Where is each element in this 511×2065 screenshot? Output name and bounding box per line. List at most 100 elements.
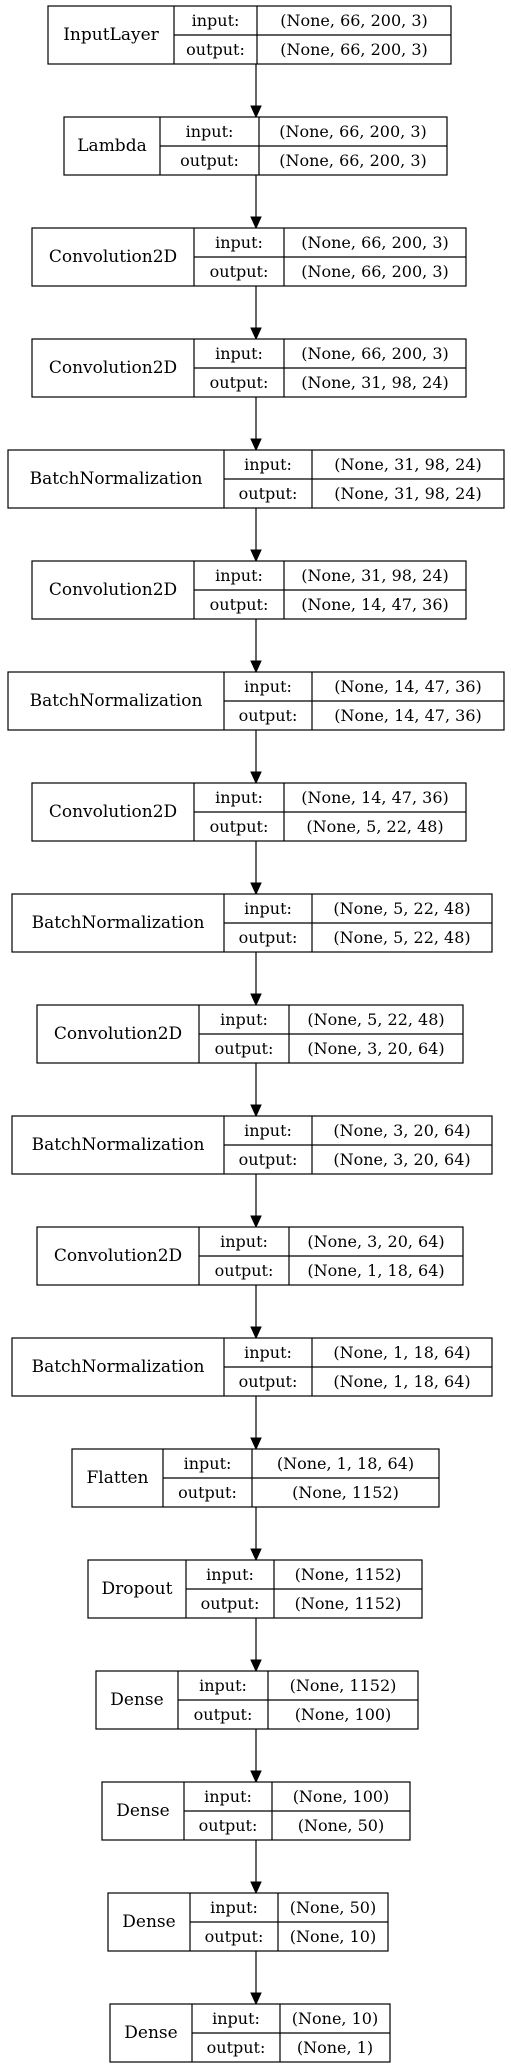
input-label: input: bbox=[244, 455, 292, 474]
input-label: input: bbox=[220, 1010, 268, 1029]
output-label: output: bbox=[180, 151, 239, 170]
output-label: output: bbox=[210, 262, 269, 281]
arrowhead-icon bbox=[250, 1659, 262, 1673]
output-label: output: bbox=[201, 1594, 260, 1613]
arrowhead-icon bbox=[250, 1437, 262, 1451]
arrowhead-icon bbox=[250, 1881, 262, 1895]
output-shape: (None, 1, 18, 64) bbox=[307, 1261, 444, 1280]
arrowhead-icon bbox=[250, 1770, 262, 1784]
input-shape: (None, 1, 18, 64) bbox=[333, 1343, 470, 1362]
input-label: input: bbox=[244, 677, 292, 696]
layer-nodes: InputLayer input: output: (None, 66, 200, 3… bbox=[7, 5, 505, 2063]
output-shape: (None, 1152) bbox=[295, 1594, 402, 1613]
output-label: output: bbox=[205, 1927, 264, 1946]
input-shape: (None, 50) bbox=[290, 1898, 376, 1917]
output-shape: (None, 10) bbox=[290, 1927, 376, 1946]
arrowhead-icon bbox=[250, 1326, 262, 1340]
output-shape: (None, 1, 18, 64) bbox=[333, 1372, 470, 1391]
input-shape: (None, 31, 98, 24) bbox=[301, 566, 448, 585]
input-shape: (None, 66, 200, 3) bbox=[280, 11, 427, 30]
arrowhead-icon bbox=[250, 882, 262, 896]
output-label: output: bbox=[239, 1150, 298, 1169]
edge-arrow bbox=[250, 730, 262, 785]
layer-name: BatchNormalization bbox=[32, 913, 205, 933]
output-shape: (None, 5, 22, 48) bbox=[306, 817, 443, 836]
output-label: output: bbox=[199, 1816, 258, 1835]
input-label: input: bbox=[199, 1676, 247, 1695]
input-label: input: bbox=[215, 344, 263, 363]
arrowhead-icon bbox=[250, 660, 262, 674]
output-shape: (None, 100) bbox=[295, 1705, 392, 1724]
input-label: input: bbox=[215, 233, 263, 252]
input-shape: (None, 66, 200, 3) bbox=[301, 233, 448, 252]
input-label: input: bbox=[186, 122, 234, 141]
edge-arrow bbox=[250, 508, 262, 563]
edge-arrow bbox=[250, 286, 262, 341]
output-label: output: bbox=[239, 484, 298, 503]
edge-arrow bbox=[250, 619, 262, 674]
input-label: input: bbox=[220, 1232, 268, 1251]
input-shape: (None, 1152) bbox=[295, 1565, 402, 1584]
edge-arrow bbox=[250, 1840, 262, 1895]
output-shape: (None, 50) bbox=[298, 1816, 384, 1835]
layer-name: Convolution2D bbox=[54, 1024, 182, 1044]
input-shape: (None, 14, 47, 36) bbox=[334, 677, 481, 696]
output-label: output: bbox=[194, 1705, 253, 1724]
input-shape: (None, 14, 47, 36) bbox=[301, 788, 448, 807]
layer-name: InputLayer bbox=[63, 25, 159, 45]
input-shape: (None, 100) bbox=[293, 1787, 390, 1806]
output-shape: (None, 14, 47, 36) bbox=[334, 706, 481, 725]
output-shape: (None, 31, 98, 24) bbox=[334, 484, 481, 503]
input-shape: (None, 1152) bbox=[290, 1676, 397, 1695]
arrowhead-icon bbox=[250, 1548, 262, 1562]
input-shape: (None, 31, 98, 24) bbox=[334, 455, 481, 474]
output-shape: (None, 1) bbox=[297, 2038, 373, 2057]
layer-node: Convolution2D input: output: (None, 31, 98,… bbox=[31, 560, 467, 620]
edge-arrow bbox=[250, 1729, 262, 1784]
output-label: output: bbox=[215, 1039, 274, 1058]
output-label: output: bbox=[207, 2038, 266, 2057]
input-shape: (None, 1, 18, 64) bbox=[277, 1454, 414, 1473]
layer-name: Dense bbox=[124, 2023, 177, 2043]
input-label: input: bbox=[215, 566, 263, 585]
output-shape: (None, 3, 20, 64) bbox=[333, 1150, 470, 1169]
edge-arrow bbox=[250, 1174, 262, 1229]
arrowhead-icon bbox=[250, 1992, 262, 2006]
layer-node: BatchNormalization input: output: (None, 31… bbox=[7, 449, 505, 509]
arrowhead-icon bbox=[250, 438, 262, 452]
layer-node: Dense input: output: (None, 1152) (None, 100… bbox=[95, 1670, 419, 1730]
input-label: input: bbox=[215, 788, 263, 807]
output-shape: (None, 66, 200, 3) bbox=[279, 151, 426, 170]
input-shape: (None, 3, 20, 64) bbox=[333, 1121, 470, 1140]
output-label: output: bbox=[239, 928, 298, 947]
layer-name: Dropout bbox=[102, 1579, 173, 1599]
layer-name: Convolution2D bbox=[49, 580, 177, 600]
input-label: input: bbox=[204, 1787, 252, 1806]
input-shape: (None, 5, 22, 48) bbox=[307, 1010, 444, 1029]
output-label: output: bbox=[210, 373, 269, 392]
input-label: input: bbox=[244, 1121, 292, 1140]
input-label: input: bbox=[192, 11, 240, 30]
input-shape: (None, 66, 200, 3) bbox=[301, 344, 448, 363]
edge-arrow bbox=[250, 1951, 262, 2006]
layer-name: BatchNormalization bbox=[30, 469, 203, 489]
output-shape: (None, 14, 47, 36) bbox=[301, 595, 448, 614]
layer-name: Dense bbox=[110, 1690, 163, 1710]
edge-arrow bbox=[250, 841, 262, 896]
edge-arrow bbox=[250, 1063, 262, 1118]
edge-arrow bbox=[250, 175, 262, 230]
output-label: output: bbox=[210, 595, 269, 614]
